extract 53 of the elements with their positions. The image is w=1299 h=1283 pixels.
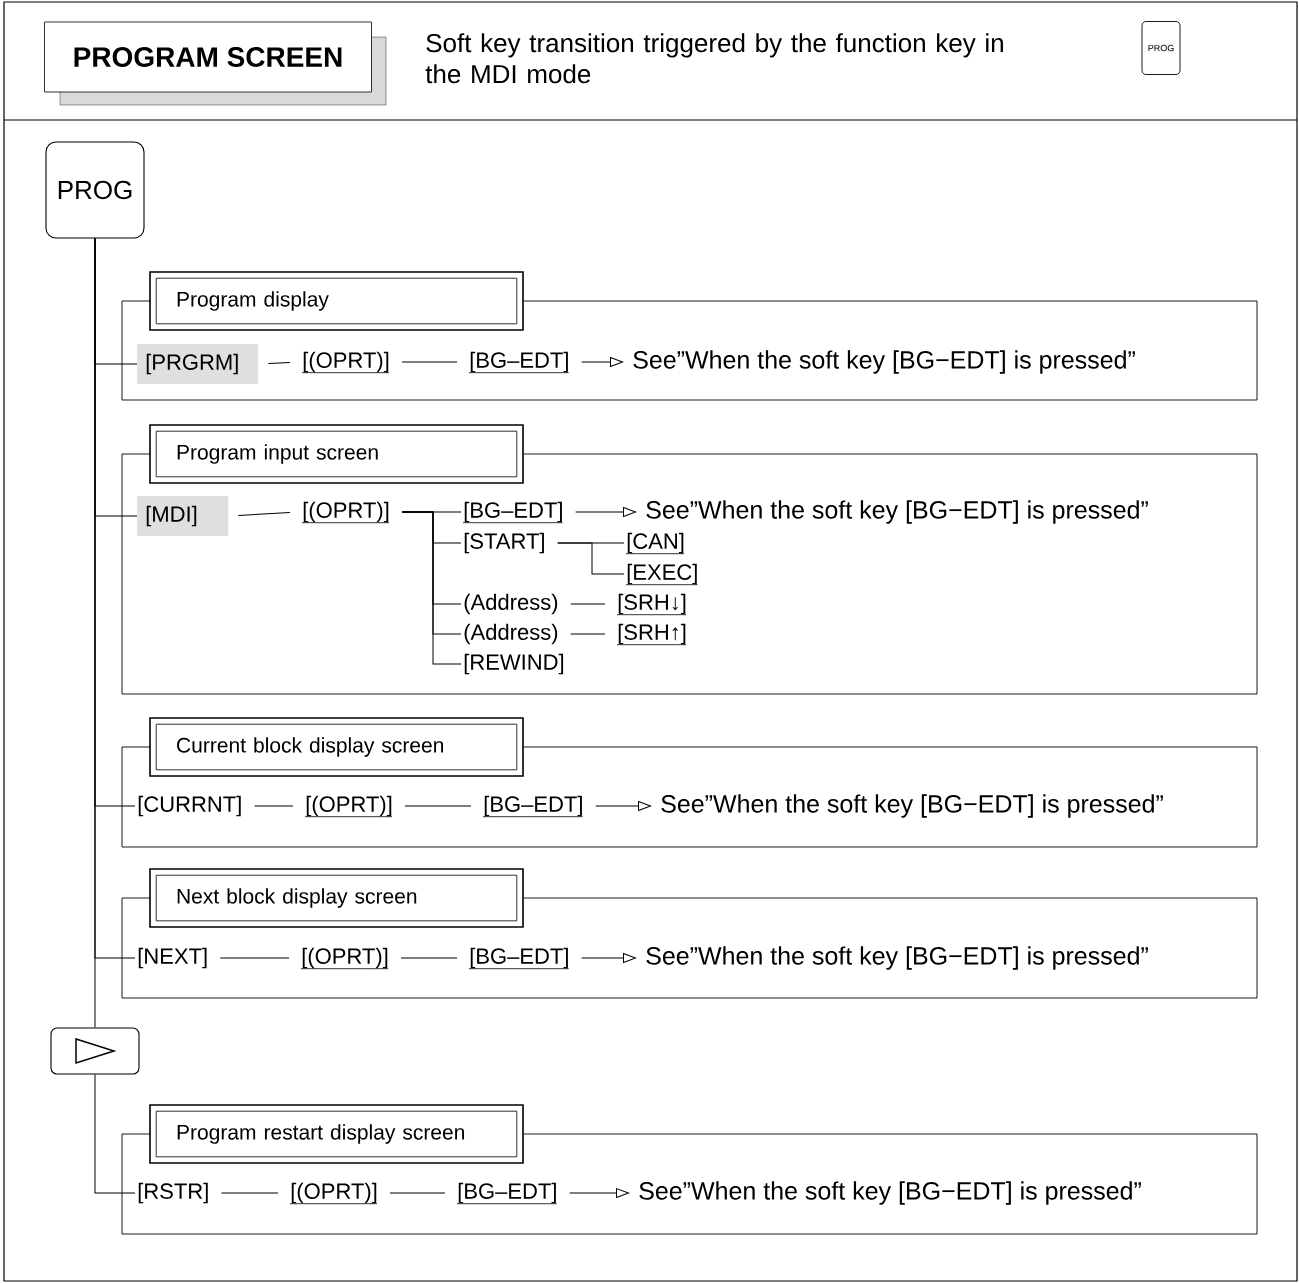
connector-line bbox=[557, 542, 625, 575]
soft-key-label: [BG–EDT] bbox=[482, 795, 584, 818]
soft-key-label: [BG–EDT] bbox=[456, 1182, 558, 1205]
connector-line bbox=[221, 1192, 279, 1194]
soft-key-label: (Address) bbox=[464, 623, 558, 645]
connector-line bbox=[570, 633, 606, 635]
function-key: PROG bbox=[45, 141, 145, 239]
connector-line bbox=[389, 1192, 446, 1194]
reference-note: See”When the soft key [BG−EDT] is pressed” bbox=[661, 794, 1163, 818]
soft-key-label: [RSTR] bbox=[138, 1182, 208, 1204]
soft-key-label: [START] bbox=[464, 532, 544, 554]
soft-key-label: [(OPRT)] bbox=[289, 1182, 378, 1205]
connector-line bbox=[400, 957, 458, 959]
soft-key-label: [NEXT] bbox=[138, 947, 207, 969]
soft-key-label: [CURRNT] bbox=[138, 795, 241, 817]
connector-line bbox=[94, 1074, 136, 1194]
connector-line bbox=[401, 511, 462, 665]
soft-key-label: [MDI] bbox=[137, 496, 229, 536]
connector-line bbox=[404, 805, 472, 807]
connector-line bbox=[254, 805, 294, 807]
soft-key-label: [BG–EDT] bbox=[468, 351, 570, 374]
connector-line bbox=[401, 361, 458, 363]
connector-line bbox=[570, 603, 606, 605]
reference-note: See”When the soft key [BG−EDT] is pressed” bbox=[646, 500, 1148, 524]
soft-key-label: [(OPRT)] bbox=[301, 501, 390, 524]
soft-key-label: [BG–EDT] bbox=[468, 947, 570, 970]
next-page-key bbox=[50, 1027, 140, 1075]
arrow bbox=[595, 801, 651, 811]
connector-line bbox=[94, 238, 96, 1028]
soft-key-label: [PRGRM] bbox=[137, 344, 259, 384]
subtitle: Soft key transition triggered by the function key in the MDI mode bbox=[425, 33, 1003, 84]
soft-key-label: (Address) bbox=[464, 593, 558, 615]
soft-key-label: [CAN] bbox=[625, 532, 685, 555]
reference-note: See”When the soft key [BG−EDT] is pressed” bbox=[646, 946, 1148, 970]
connector-line bbox=[219, 957, 290, 959]
soft-key-label: [SRH↓] bbox=[616, 593, 687, 616]
arrow bbox=[581, 357, 623, 367]
soft-key-label: [(OPRT)] bbox=[304, 795, 393, 818]
soft-key-label: [(OPRT)] bbox=[301, 351, 390, 374]
reference-note: See”When the soft key [BG−EDT] is pressed” bbox=[633, 350, 1135, 374]
function-key: PROG bbox=[1141, 21, 1181, 75]
soft-key-label: [BG–EDT] bbox=[462, 501, 564, 524]
arrow bbox=[569, 1188, 629, 1198]
reference-note: See”When the soft key [BG−EDT] is pressed” bbox=[639, 1181, 1141, 1205]
connector-line bbox=[237, 512, 291, 516]
soft-key-label: [(OPRT)] bbox=[300, 947, 389, 970]
arrow bbox=[581, 953, 636, 963]
title-box: PROGRAM SCREEN bbox=[44, 21, 387, 106]
arrow bbox=[575, 507, 636, 517]
soft-key-label: [REWIND] bbox=[464, 653, 564, 675]
soft-key-label: [EXEC] bbox=[625, 563, 698, 586]
soft-key-label: [SRH↑] bbox=[616, 623, 687, 646]
connector-line bbox=[267, 362, 291, 365]
